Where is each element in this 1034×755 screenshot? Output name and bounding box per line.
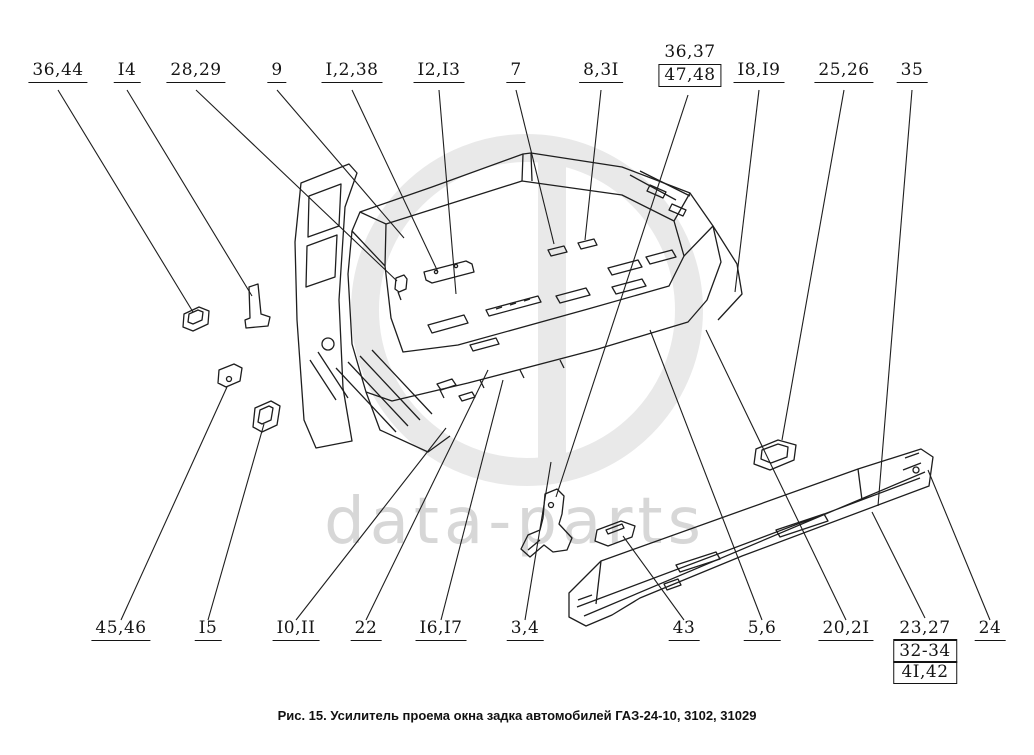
part-label-9: 9 <box>267 61 287 83</box>
part-label-22: 22 <box>350 619 382 641</box>
part-label-15: I5 <box>194 619 222 641</box>
side-panel <box>294 163 358 449</box>
part-label-41-42: 4I,42 <box>893 661 957 685</box>
part-label-8-31: 8,3I <box>579 61 623 83</box>
rear-window-frame-panel <box>335 152 743 453</box>
part-label-45-46: 45,46 <box>91 619 151 641</box>
part-label-36-37-47-48: 36,37 47,48 <box>658 42 722 87</box>
part-label-32-34: 32-34 <box>893 640 957 663</box>
part-label-24: 24 <box>974 619 1006 641</box>
part-label-25-26: 25,26 <box>814 61 874 83</box>
part-label-43: 43 <box>668 619 700 641</box>
part-label-10-11: I0,II <box>272 619 320 641</box>
part-label-5-6: 5,6 <box>743 619 781 641</box>
sill-reinforcement-panel <box>568 448 934 627</box>
part-label-23-27-32-34-41-42: 23,27 32-34 4I,42 <box>893 618 957 685</box>
watermark-text: data-parts <box>324 485 706 559</box>
part-label-23-27: 23,27 <box>893 618 957 640</box>
latch-brackets-center <box>520 488 636 558</box>
part-label-18-19: I8,I9 <box>733 61 785 83</box>
part-label-12-13: I2,I3 <box>413 61 465 83</box>
figure-caption: Рис. 15. Усилитель проема окна задка авт… <box>277 708 757 723</box>
part-label-28-29: 28,29 <box>166 61 226 83</box>
part-label-36-44: 36,44 <box>28 61 88 83</box>
part-label-36-37: 36,37 <box>664 42 716 62</box>
small-brackets-left <box>182 283 281 433</box>
bracket-right <box>753 439 797 471</box>
watermark-emblem: data-parts <box>324 134 706 559</box>
part-label-3-4: 3,4 <box>506 619 544 641</box>
part-label-35: 35 <box>896 61 928 83</box>
part-label-20-21: 20,2I <box>818 619 874 641</box>
part-label-16-17: I6,I7 <box>415 619 467 641</box>
part-label-7: 7 <box>506 61 526 83</box>
part-label-47-48: 47,48 <box>658 64 722 87</box>
part-label-14: I4 <box>113 61 141 83</box>
part-label-1-2-38: I,2,38 <box>321 61 383 83</box>
